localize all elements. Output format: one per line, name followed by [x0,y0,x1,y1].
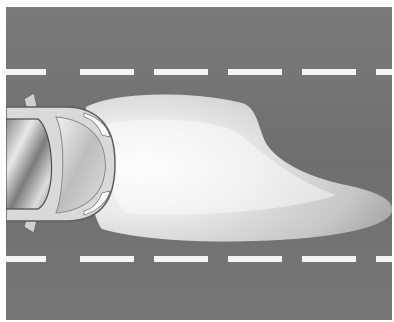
diagram-canvas [6,7,392,320]
car-windshield [6,119,52,209]
headlight-diagram [6,7,392,320]
